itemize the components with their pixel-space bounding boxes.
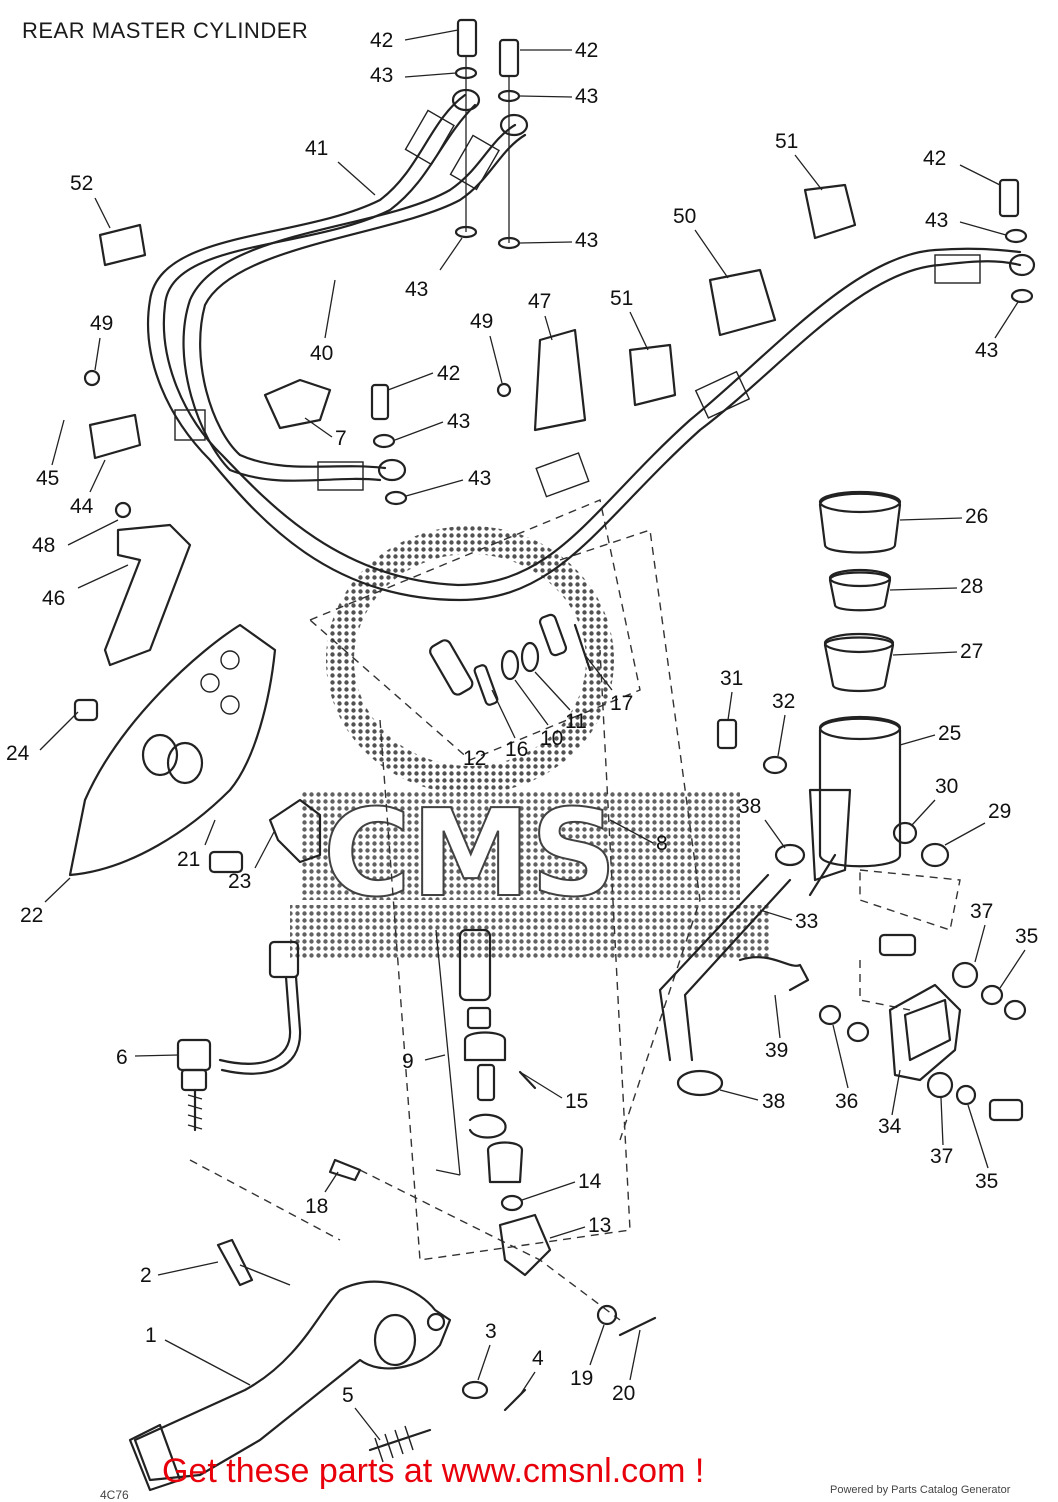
callout-51: 51 [775, 130, 798, 153]
callout-23: 23 [228, 870, 251, 893]
callout-29: 29 [988, 800, 1011, 823]
promo-link[interactable]: Get these parts at www.cmsnl.com ! [162, 1452, 705, 1490]
callout-15: 15 [565, 1090, 588, 1113]
callout-27: 27 [960, 640, 983, 663]
callout-3: 3 [485, 1320, 497, 1343]
diagram-title: REAR MASTER CYLINDER [22, 18, 309, 43]
callout-47: 47 [528, 290, 551, 313]
callout-34: 34 [878, 1115, 902, 1138]
callout-42: 42 [575, 39, 598, 62]
callout-19: 19 [570, 1367, 593, 1390]
diagram-code: 4C76 [100, 1488, 129, 1502]
callout-7: 7 [335, 427, 347, 450]
callout-42: 42 [437, 362, 460, 385]
callout-33: 33 [795, 910, 818, 933]
callout-4: 4 [532, 1347, 544, 1370]
callout-labels: 42 43 42 43 43 43 41 40 52 51 50 42 43 4… [6, 29, 1038, 1441]
callout-49: 49 [90, 312, 113, 335]
powered-by: Powered by Parts Catalog Generator [830, 1484, 1011, 1496]
callout-22: 22 [20, 904, 43, 927]
brake-hoses [146, 93, 1022, 602]
callout-10: 10 [540, 727, 563, 750]
callout-35: 35 [975, 1170, 998, 1193]
callout-24: 24 [6, 742, 30, 765]
callout-35: 35 [1015, 925, 1038, 948]
callout-31: 31 [720, 667, 743, 690]
callout-43: 43 [370, 64, 393, 87]
callout-51: 51 [610, 287, 633, 310]
callout-6: 6 [116, 1046, 128, 1069]
callout-18: 18 [305, 1195, 328, 1218]
callout-43: 43 [975, 339, 998, 362]
callout-43: 43 [575, 85, 598, 108]
callout-16: 16 [505, 738, 528, 761]
callout-25: 25 [938, 722, 961, 745]
cms-watermark: CMS [290, 526, 770, 960]
callout-38: 38 [738, 795, 761, 818]
clamps-and-brackets [83, 183, 857, 667]
callout-12: 12 [463, 747, 486, 770]
callout-38: 38 [762, 1090, 785, 1113]
callout-45: 45 [36, 467, 59, 490]
callout-32: 32 [772, 690, 795, 713]
callout-37: 37 [930, 1145, 953, 1168]
heel-guard-plate [68, 623, 322, 877]
callout-42: 42 [923, 147, 946, 170]
callout-14: 14 [578, 1170, 602, 1193]
brake-light-switch [176, 940, 302, 1132]
callout-46: 46 [42, 587, 65, 610]
master-cylinder-internals [429, 613, 592, 1277]
callout-43: 43 [925, 209, 948, 232]
caliper-pads [818, 933, 1027, 1122]
callout-52: 52 [70, 172, 93, 195]
callout-8: 8 [656, 832, 668, 855]
callout-43: 43 [405, 278, 428, 301]
callout-20: 20 [612, 1382, 635, 1405]
callout-26: 26 [965, 505, 988, 528]
reservoir-assembly [716, 490, 950, 897]
callout-5: 5 [342, 1384, 354, 1407]
callout-9: 9 [402, 1050, 414, 1073]
callout-48: 48 [32, 534, 55, 557]
callout-44: 44 [70, 495, 94, 518]
reservoir-hose [658, 843, 810, 1097]
brake-pedal [128, 1158, 657, 1492]
callout-43: 43 [447, 410, 470, 433]
callout-11: 11 [565, 710, 587, 733]
callout-17: 17 [610, 692, 633, 715]
banjo-bolts-and-washers [370, 18, 1036, 506]
callout-13: 13 [588, 1214, 611, 1237]
callout-43: 43 [468, 467, 491, 490]
callout-2: 2 [140, 1264, 152, 1287]
callout-37: 37 [970, 900, 993, 923]
callout-49: 49 [470, 310, 493, 333]
callout-43: 43 [575, 229, 598, 252]
callout-40: 40 [310, 342, 333, 365]
callout-1: 1 [145, 1324, 157, 1347]
callout-42: 42 [370, 29, 393, 52]
watermark-text: CMS [323, 785, 617, 924]
callout-41: 41 [305, 137, 328, 160]
callout-36: 36 [835, 1090, 858, 1113]
callout-39: 39 [765, 1039, 788, 1062]
callout-30: 30 [935, 775, 958, 798]
callout-28: 28 [960, 575, 983, 598]
callout-50: 50 [673, 205, 696, 228]
callout-21: 21 [177, 848, 200, 871]
